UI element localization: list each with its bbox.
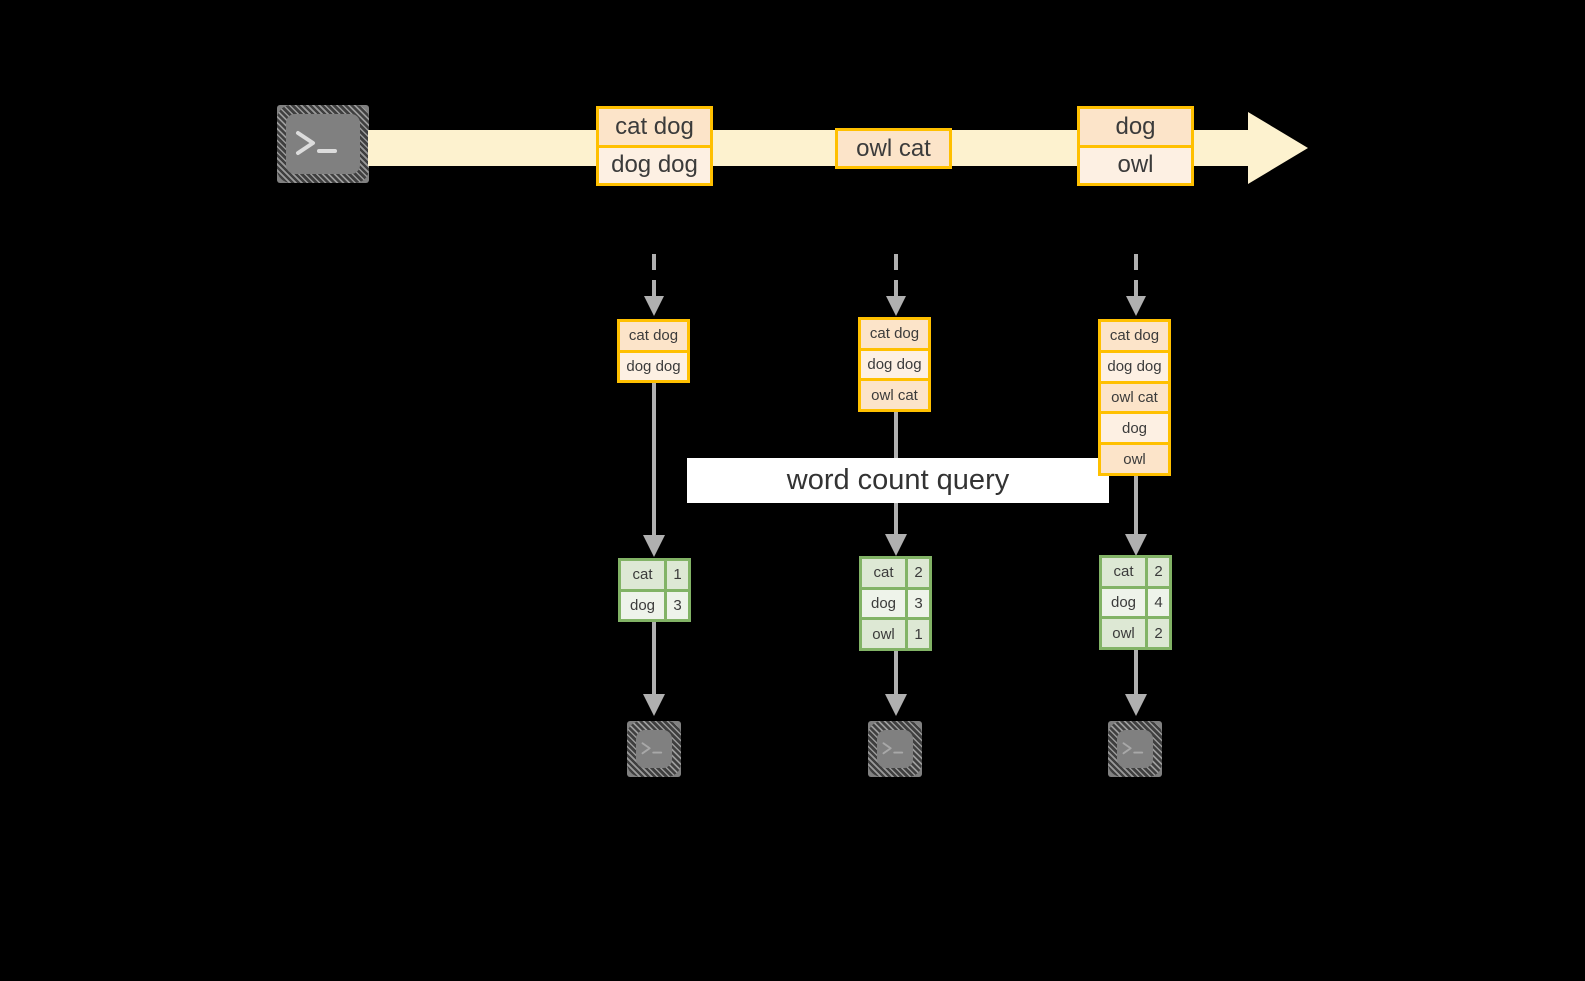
snapshot-2-result-table[interactable]: cat 2 dog 3 owl 1: [859, 556, 932, 651]
query-connector-3: [1125, 476, 1147, 556]
result-key: cat: [621, 561, 664, 589]
result-key: dog: [1102, 588, 1145, 617]
result-row: dog 4: [1102, 585, 1169, 617]
stream-message-row: owl: [1080, 144, 1191, 183]
stream-message-row: dog dog: [599, 144, 710, 183]
query-label-band: word count query: [687, 458, 1109, 503]
result-value: 2: [1145, 558, 1169, 586]
snapshot-3-sink-terminal-icon[interactable]: [1099, 712, 1171, 786]
snapshot-1-result-table[interactable]: cat 1 dog 3: [618, 558, 691, 622]
sink-connector-1: [643, 622, 665, 716]
result-value: 2: [905, 559, 929, 587]
result-key: owl: [1102, 619, 1145, 648]
snapshot-3-input-stack[interactable]: cat dog dog dog owl cat dog owl: [1098, 319, 1171, 476]
stream-message-group-2[interactable]: owl cat: [835, 128, 952, 169]
snapshot-input-row: owl cat: [1101, 380, 1168, 412]
snapshot-input-row: cat dog: [620, 322, 687, 350]
query-label-text: word count query: [786, 464, 1010, 496]
result-value: 2: [1145, 619, 1169, 648]
snapshot-input-row: dog: [1101, 411, 1168, 443]
dashed-connector-1: [644, 254, 664, 316]
snapshot-input-row: owl cat: [861, 378, 928, 410]
terminal-screen: [877, 730, 913, 768]
stream-message-group-1[interactable]: cat dog dog dog: [596, 106, 713, 186]
result-key: dog: [621, 591, 664, 619]
stream-message-row: owl cat: [838, 131, 949, 166]
result-row: dog 3: [862, 586, 929, 618]
sink-connector-3: [1125, 650, 1147, 716]
dashed-connector-2: [886, 254, 906, 316]
result-key: dog: [862, 589, 905, 618]
terminal-screen: [286, 114, 360, 174]
snapshot-1-sink-terminal-icon[interactable]: [618, 712, 690, 786]
prompt-caret-icon: [296, 131, 337, 155]
snapshot-input-row: dog dog: [1101, 349, 1168, 381]
snapshot-2-sink-terminal-icon[interactable]: [859, 712, 931, 786]
result-value: 1: [664, 561, 688, 589]
snapshot-2-input-stack[interactable]: cat dog dog dog owl cat: [858, 317, 931, 412]
result-key: cat: [1102, 558, 1145, 586]
stream-message-row: cat dog: [599, 109, 710, 145]
query-connector-1: [643, 383, 665, 557]
result-row: cat 1: [621, 561, 688, 589]
prompt-caret-icon: [641, 742, 663, 755]
sink-connector-2: [885, 651, 907, 716]
source-terminal-icon[interactable]: [268, 96, 378, 192]
prompt-caret-icon: [882, 742, 904, 755]
terminal-screen: [1117, 730, 1153, 768]
result-row: dog 3: [621, 588, 688, 619]
stream-message-group-3[interactable]: dog owl: [1077, 106, 1194, 186]
snapshot-1-input-stack[interactable]: cat dog dog dog: [617, 319, 690, 383]
result-key: owl: [862, 620, 905, 649]
result-key: cat: [862, 559, 905, 587]
prompt-caret-icon: [1122, 742, 1144, 755]
terminal-screen: [636, 730, 672, 768]
result-row: cat 2: [862, 559, 929, 587]
result-value: 4: [1145, 588, 1169, 617]
result-row: owl 2: [1102, 616, 1169, 648]
dashed-connector-3: [1126, 254, 1146, 316]
result-value: 1: [905, 620, 929, 649]
snapshot-input-row: dog dog: [620, 349, 687, 380]
result-row: owl 1: [862, 617, 929, 649]
result-value: 3: [905, 589, 929, 618]
snapshot-input-row: cat dog: [861, 320, 928, 348]
snapshot-3-result-table[interactable]: cat 2 dog 4 owl 2: [1099, 555, 1172, 650]
snapshot-input-row: owl: [1101, 442, 1168, 473]
stream-message-row: dog: [1080, 109, 1191, 145]
result-row: cat 2: [1102, 558, 1169, 586]
snapshot-input-row: cat dog: [1101, 322, 1168, 350]
snapshot-input-row: dog dog: [861, 347, 928, 379]
result-value: 3: [664, 591, 688, 619]
